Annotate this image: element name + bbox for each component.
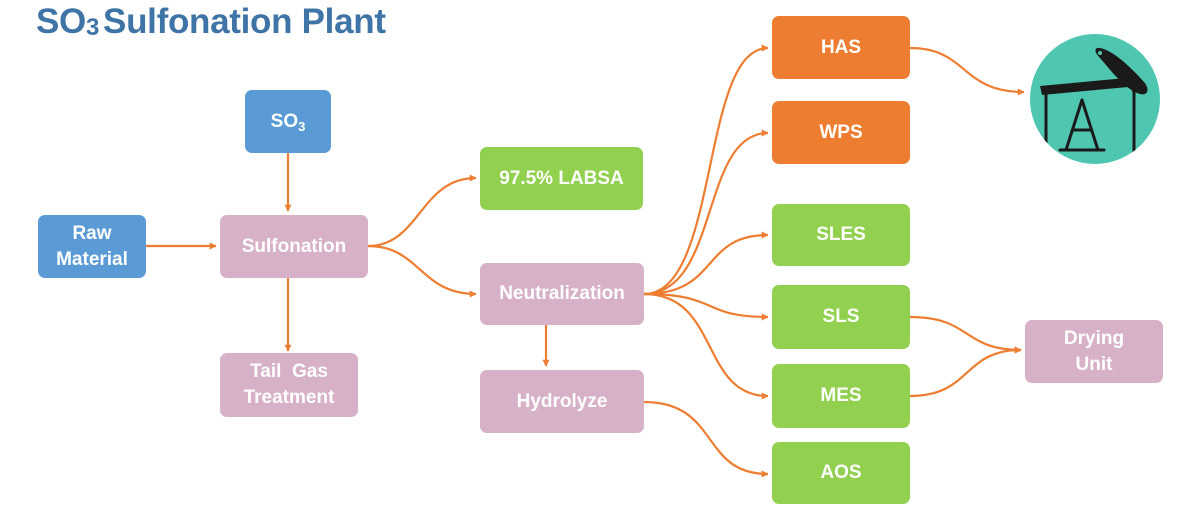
arrow-sls-to-drying <box>909 315 1022 354</box>
arrow-sulfonation-to-labsa <box>367 174 477 248</box>
raw-material-line2: Material <box>56 248 128 270</box>
title-rest: Sulfonation Plant <box>103 2 386 41</box>
arrow-neutralization-to-wps <box>643 129 769 296</box>
arrow-mes-to-drying <box>909 346 1022 398</box>
has-box: HAS <box>772 16 910 79</box>
wps-label: WPS <box>819 121 863 143</box>
tail-gas-treatment-box: Tail Gas Treatment <box>220 353 358 417</box>
sles-label: SLES <box>816 224 866 245</box>
sulfonation-label: Sulfonation <box>241 235 347 257</box>
neutralization-box: Neutralization <box>480 263 644 325</box>
tail-gas-line2: Treatment <box>243 387 335 408</box>
sls-box: SLS <box>772 285 910 349</box>
title-subscript: 3 <box>85 14 100 41</box>
mes-box: MES <box>772 364 910 428</box>
sls-label: SLS <box>822 306 860 327</box>
title-so: SO <box>36 2 86 41</box>
drying-unit-line1: Drying <box>1063 327 1125 349</box>
raw-material-box: Raw Material <box>38 215 146 278</box>
oil-pump-jack-icon <box>1030 34 1160 164</box>
tail-gas-line1: Tail Gas <box>250 361 328 382</box>
arrow-neutralization-to-sles <box>643 231 769 296</box>
hydrolyze-label: Hydrolyze <box>516 390 608 412</box>
arrow-neutralization-to-sls <box>643 292 769 321</box>
labsa-label: 97.5% LABSA <box>499 167 624 189</box>
arrow-hydrolyze-to-aos <box>643 400 769 478</box>
drying-unit-line2: Unit <box>1075 353 1113 375</box>
so3-subscript: 3 <box>298 118 306 134</box>
aos-box: AOS <box>772 442 910 504</box>
so3-label: SO <box>270 110 299 132</box>
neutralization-label: Neutralization <box>499 283 625 304</box>
aos-label: AOS <box>820 462 862 483</box>
mes-label: MES <box>820 385 862 406</box>
arrow-neutralization-to-has <box>643 44 769 296</box>
wps-box: WPS <box>772 101 910 164</box>
drying-unit-box: Drying Unit <box>1025 320 1163 383</box>
arrow-has-to-pump <box>909 46 1025 96</box>
sles-box: SLES <box>772 204 910 266</box>
arrow-sulfonation-to-neutralization <box>367 244 477 298</box>
raw-material-line1: Raw <box>72 222 112 244</box>
has-label: HAS <box>820 36 862 58</box>
labsa-box: 97.5% LABSA <box>480 147 643 210</box>
hydrolyze-box: Hydrolyze <box>480 370 644 433</box>
sulfonation-box: Sulfonation <box>220 215 368 278</box>
arrow-neutralization-to-mes <box>643 292 769 400</box>
